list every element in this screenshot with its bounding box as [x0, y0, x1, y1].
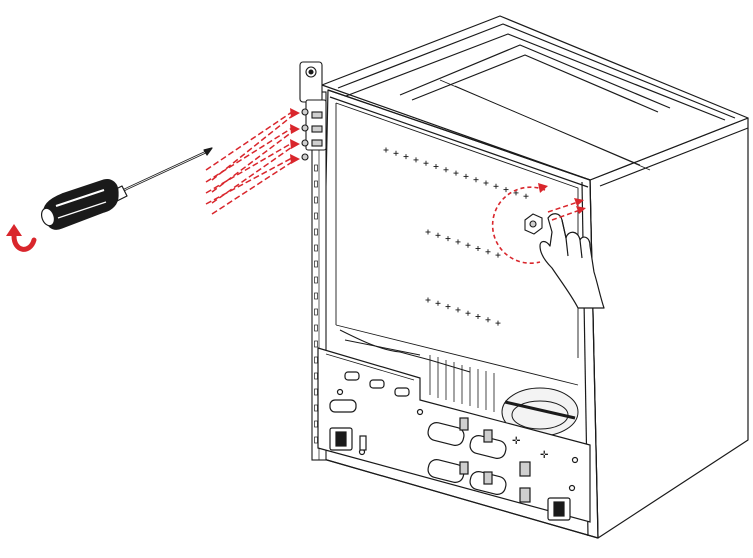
rivet-mark — [425, 297, 431, 303]
rail-slot — [314, 324, 318, 332]
rail-slot — [314, 420, 318, 428]
rivet-mark — [403, 154, 409, 160]
rivet-mark — [383, 147, 389, 153]
rivet-mark — [435, 232, 441, 238]
cabinet-top — [321, 15, 749, 181]
rivet-mark — [475, 246, 481, 251]
rivet-mark — [473, 177, 479, 183]
rivet-mark — [485, 249, 491, 255]
rail-slot — [314, 196, 318, 204]
rivet-mark — [433, 164, 439, 169]
hinge-screw-arrow — [205, 124, 300, 193]
rivet-mark — [485, 317, 491, 323]
bottom-mounting-plate: ✛ ✛ — [317, 347, 591, 523]
rivet-mark — [445, 236, 451, 242]
rivet-mark — [513, 190, 519, 196]
rail-slot — [314, 164, 318, 172]
side-screw-arrow — [547, 201, 581, 221]
rivet-mark — [423, 160, 429, 166]
rivet-mark — [465, 242, 471, 248]
rail-slot — [314, 404, 318, 412]
rail-slot — [314, 388, 318, 396]
rail-slot — [314, 372, 318, 380]
rail-slot — [314, 212, 318, 220]
svg-text:✛: ✛ — [540, 450, 549, 461]
rail-slot — [314, 228, 318, 236]
rotate-counterclockwise-icon — [6, 224, 37, 252]
rail-slot — [314, 308, 318, 316]
rivet-rows — [383, 147, 529, 326]
rivet-mark — [455, 239, 461, 245]
side-bolt-detail — [491, 183, 605, 309]
hinge-screw-arrow — [205, 139, 300, 204]
screwdriver-icon — [40, 147, 213, 230]
rivet-mark — [495, 320, 501, 326]
rivet-mark — [445, 304, 451, 310]
rivet-mark — [455, 307, 461, 313]
rail-slot — [314, 356, 318, 364]
hinge-screw-arrows — [205, 108, 300, 215]
bolt-icon — [524, 213, 543, 235]
rail-slot — [314, 436, 318, 444]
rivet-mark — [465, 310, 471, 316]
rail-slot — [314, 276, 318, 284]
rotation-arc-dashed — [491, 186, 546, 264]
compressor-area — [339, 329, 579, 437]
rail-slot — [314, 244, 318, 252]
rivet-mark — [393, 150, 399, 156]
rivet-mark — [463, 173, 469, 179]
hinge-screw-arrow — [205, 108, 300, 181]
hinge-screw-arrow — [205, 154, 300, 215]
svg-text:✛: ✛ — [512, 436, 521, 447]
hinge-icon — [299, 61, 327, 161]
rivet-mark — [483, 180, 489, 186]
rivet-mark — [453, 170, 459, 176]
rivet-mark — [503, 187, 509, 193]
rivet-mark — [413, 157, 419, 163]
rail-slot — [314, 260, 318, 268]
rivet-mark — [443, 167, 449, 173]
rivet-mark — [475, 314, 481, 319]
rivet-mark — [523, 193, 529, 199]
rail-slot — [314, 180, 318, 188]
rail-slot — [314, 292, 318, 300]
rivet-mark — [425, 229, 431, 235]
rivet-mark — [495, 252, 501, 258]
rivet-mark — [493, 183, 499, 189]
rail-slot — [314, 340, 318, 348]
rivet-mark — [435, 300, 441, 306]
hand-icon — [539, 213, 605, 309]
rotation-arc-arrowhead — [538, 183, 548, 193]
